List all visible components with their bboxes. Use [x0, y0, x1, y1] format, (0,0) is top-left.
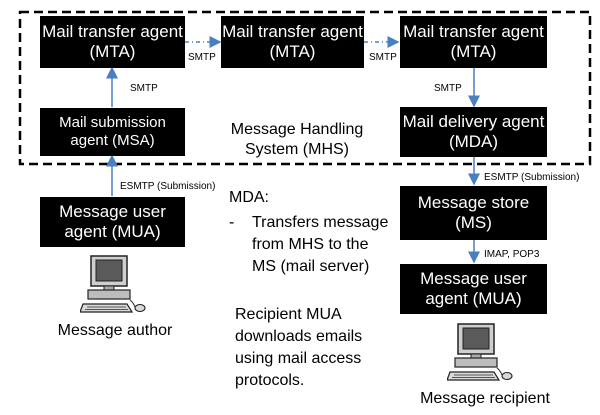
edge-label-ms-mua: IMAP, POP3 — [484, 249, 540, 260]
node-mta-2-label: Mail transfer agent (MTA) — [222, 21, 363, 61]
note-recipient-line-1: Recipient MUA — [235, 306, 342, 323]
edge-label-mta1-mta2: SMTP — [188, 52, 216, 63]
node-mda-label: Mail delivery agent (MDA) — [402, 111, 545, 151]
caption-message-recipient: Message recipient — [420, 390, 550, 407]
note-mda-line-1: Transfers message — [252, 214, 389, 231]
node-mta-2: Mail transfer agent (MTA) — [221, 16, 364, 68]
edge-label-msa-mta1: SMTP — [130, 83, 158, 94]
node-mta-1-label: Mail transfer agent (MTA) — [42, 21, 183, 61]
note-recipient-line-2: downloads emails — [235, 328, 363, 345]
node-msa-label: Mail submission agent (MSA) — [59, 114, 166, 149]
note-mda-line-3: MS (mail server) — [252, 258, 370, 275]
edge-label-mta2-mta3: SMTP — [369, 52, 397, 63]
node-mua-sender: Message user agent (MUA) — [40, 197, 185, 247]
desktop-computer-icon — [447, 323, 513, 381]
note-mda-bullet-marker: - — [229, 214, 235, 231]
mhs-label: Message Handling System (MHS) — [230, 121, 364, 158]
node-mua-recipient-label: Message user agent (MUA) — [420, 268, 527, 308]
edge-label-mda-ms: ESMTP (Submission) — [484, 172, 580, 183]
node-mua-recipient: Message user agent (MUA) — [400, 264, 547, 314]
caption-message-author: Message author — [57, 322, 173, 339]
node-mta-3: Mail transfer agent (MTA) — [400, 16, 547, 68]
node-mta-3-label: Mail transfer agent (MTA) — [403, 21, 544, 61]
note-recipient-line-4: protocols. — [235, 372, 305, 389]
node-mta-1: Mail transfer agent (MTA) — [40, 16, 185, 68]
node-mua-sender-label: Message user agent (MUA) — [59, 201, 166, 241]
edge-label-mta3-mda: SMTP — [434, 83, 462, 94]
mhs-boundary — [18, 10, 592, 166]
note-mda-title: MDA: — [229, 189, 269, 206]
node-msa: Mail submission agent (MSA) — [40, 108, 185, 156]
edge-label-mua-msa: ESMTP (Submission) — [120, 181, 216, 192]
desktop-computer-icon — [80, 255, 146, 313]
note-mda-line-2: from MHS to the — [252, 236, 369, 253]
node-mda: Mail delivery agent (MDA) — [400, 107, 547, 157]
note-recipient-line-3: using mail access — [235, 350, 362, 367]
node-ms: Message store (MS) — [400, 186, 547, 240]
node-ms-label: Message store (MS) — [417, 192, 530, 232]
